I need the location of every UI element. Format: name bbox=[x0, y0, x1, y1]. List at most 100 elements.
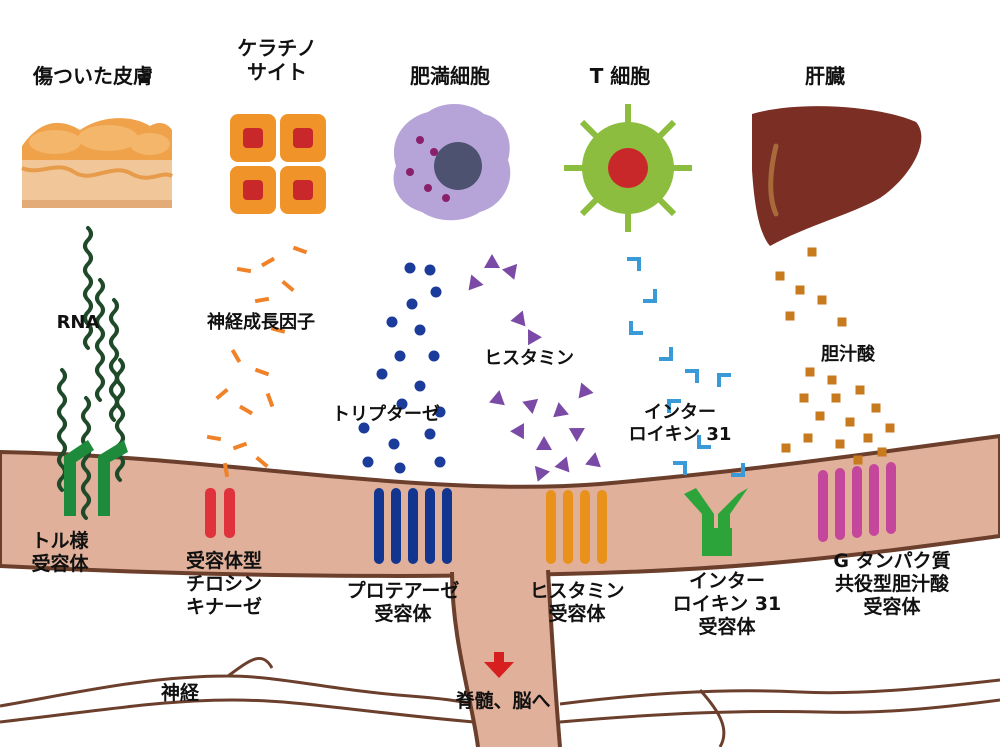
injured-skin-label: 傷ついた皮膚 bbox=[33, 64, 153, 88]
histamine-particle bbox=[468, 274, 484, 291]
liver-icon bbox=[752, 106, 922, 246]
mast-cell-icon bbox=[393, 103, 511, 221]
tryptase-particle bbox=[388, 438, 400, 450]
t-cell-label: T 細胞 bbox=[589, 64, 651, 88]
nerve-branch-left-outline bbox=[0, 698, 475, 724]
histamine-particle bbox=[510, 310, 526, 327]
nerve-fiber bbox=[0, 433, 1000, 578]
ngf-particle bbox=[238, 404, 254, 416]
mast-cell-label: 肥満細胞 bbox=[410, 64, 490, 88]
histamine-label: ヒスタミン bbox=[484, 348, 574, 369]
bile-acid-particle bbox=[885, 423, 895, 433]
tryptase-particle bbox=[428, 350, 440, 362]
bile-acid-particle bbox=[781, 443, 791, 453]
nerve-trunk bbox=[452, 568, 560, 747]
ngf-particle bbox=[222, 462, 230, 478]
tlr-label: トル様 受容体 bbox=[31, 530, 89, 576]
tryptase-particle bbox=[362, 456, 374, 468]
histamine-particle bbox=[534, 465, 550, 482]
bile-acid-particle bbox=[853, 455, 863, 465]
histamine-particle bbox=[536, 436, 552, 450]
bile-acid-particle bbox=[795, 285, 805, 295]
histamine-particle bbox=[554, 456, 570, 473]
histamine-particle bbox=[553, 402, 569, 418]
tryptase-particle bbox=[394, 350, 406, 362]
g-protein-bile-acid-receptor-icon bbox=[818, 462, 896, 542]
ngf-particle bbox=[270, 326, 286, 334]
ngf-particle bbox=[281, 279, 295, 293]
tryptase-particle bbox=[386, 316, 398, 328]
tryptase-particle bbox=[376, 368, 388, 380]
ngf-particle bbox=[292, 245, 308, 255]
bile-acid-particle bbox=[837, 317, 847, 327]
nerve-branch-right-outline bbox=[559, 698, 1000, 724]
tryptase-particle bbox=[358, 422, 370, 434]
histamine-particle bbox=[510, 423, 524, 440]
bile-acid-particle bbox=[799, 393, 809, 403]
ngf-label: 神経成長因子 bbox=[207, 312, 315, 333]
ngf-particles bbox=[206, 245, 308, 478]
injured-skin-icon bbox=[21, 118, 174, 208]
bile-acid-particle bbox=[805, 367, 815, 377]
protease-receptor-icon bbox=[374, 488, 452, 564]
rna-strand bbox=[109, 298, 119, 422]
bile-acid-particle bbox=[835, 439, 845, 449]
bile-acid-particle bbox=[831, 393, 841, 403]
bile-acid-particle bbox=[815, 411, 825, 421]
ngf-particle bbox=[206, 434, 222, 442]
t-cell-icon bbox=[564, 104, 692, 232]
bile-acid-label: 胆汁酸 bbox=[821, 344, 875, 365]
histamine-particle bbox=[489, 390, 505, 406]
ngf-particle bbox=[260, 256, 276, 268]
bile-acid-particle bbox=[775, 271, 785, 281]
toll-like-receptor-icon bbox=[64, 440, 128, 516]
nerve-trunk-edge-right bbox=[546, 569, 562, 747]
bile-acid-particle bbox=[845, 417, 855, 427]
destination-label: 脊髄、脳へ bbox=[455, 690, 551, 712]
il31-particle bbox=[731, 463, 745, 477]
liver-label: 肝臓 bbox=[805, 64, 845, 88]
rtk-label: 受容体型 チロシン キナーゼ bbox=[185, 550, 262, 619]
il31-receptor-label: インター ロイキン 31 受容体 bbox=[672, 570, 782, 639]
bile-acid-particle bbox=[817, 295, 827, 305]
il31-particle bbox=[659, 347, 673, 361]
bile-acid-particle bbox=[827, 375, 837, 385]
histamine-particle bbox=[484, 254, 500, 268]
histamine-receptor-icon bbox=[546, 490, 607, 564]
protease-receptor-label: プロテアーゼ 受容体 bbox=[346, 580, 460, 626]
ngf-particle bbox=[232, 441, 248, 451]
bile-acid-particle bbox=[863, 433, 873, 443]
nerve-label: 神経 bbox=[160, 682, 199, 704]
il31-particle bbox=[697, 435, 711, 449]
tryptase-particle bbox=[404, 262, 416, 274]
bile-acid-particle bbox=[785, 311, 795, 321]
tryptase-particle bbox=[430, 286, 442, 298]
tryptase-particle bbox=[424, 428, 436, 440]
keratinocyte-icon bbox=[230, 114, 326, 214]
tryptase-particle bbox=[414, 380, 426, 392]
rna-label: RNA bbox=[56, 312, 100, 333]
tryptase-particles bbox=[358, 262, 446, 474]
rna-strand bbox=[81, 396, 91, 520]
nerve-trunk-edge-left bbox=[450, 571, 480, 747]
bile-acid-particle bbox=[877, 447, 887, 457]
il31-particle bbox=[643, 289, 657, 303]
tryptase-particle bbox=[394, 462, 406, 474]
nerve-branch-right bbox=[559, 678, 1000, 747]
histamine-particle bbox=[585, 452, 601, 468]
ngf-particle bbox=[236, 266, 252, 274]
il31-receptor-icon bbox=[684, 488, 748, 556]
ngf-particle bbox=[255, 455, 269, 469]
tryptase-particle bbox=[414, 324, 426, 336]
nerve-branch-left bbox=[0, 656, 473, 708]
histamine-particle bbox=[522, 398, 539, 414]
il31-particles bbox=[627, 257, 745, 477]
histamine-particle bbox=[528, 329, 542, 346]
bile-acid-particle bbox=[803, 433, 813, 443]
histamine-particle bbox=[568, 428, 585, 442]
tryptase-particle bbox=[434, 456, 446, 468]
bile-acid-particle bbox=[871, 403, 881, 413]
ngf-particle bbox=[215, 387, 229, 401]
rna-strand bbox=[95, 278, 105, 402]
